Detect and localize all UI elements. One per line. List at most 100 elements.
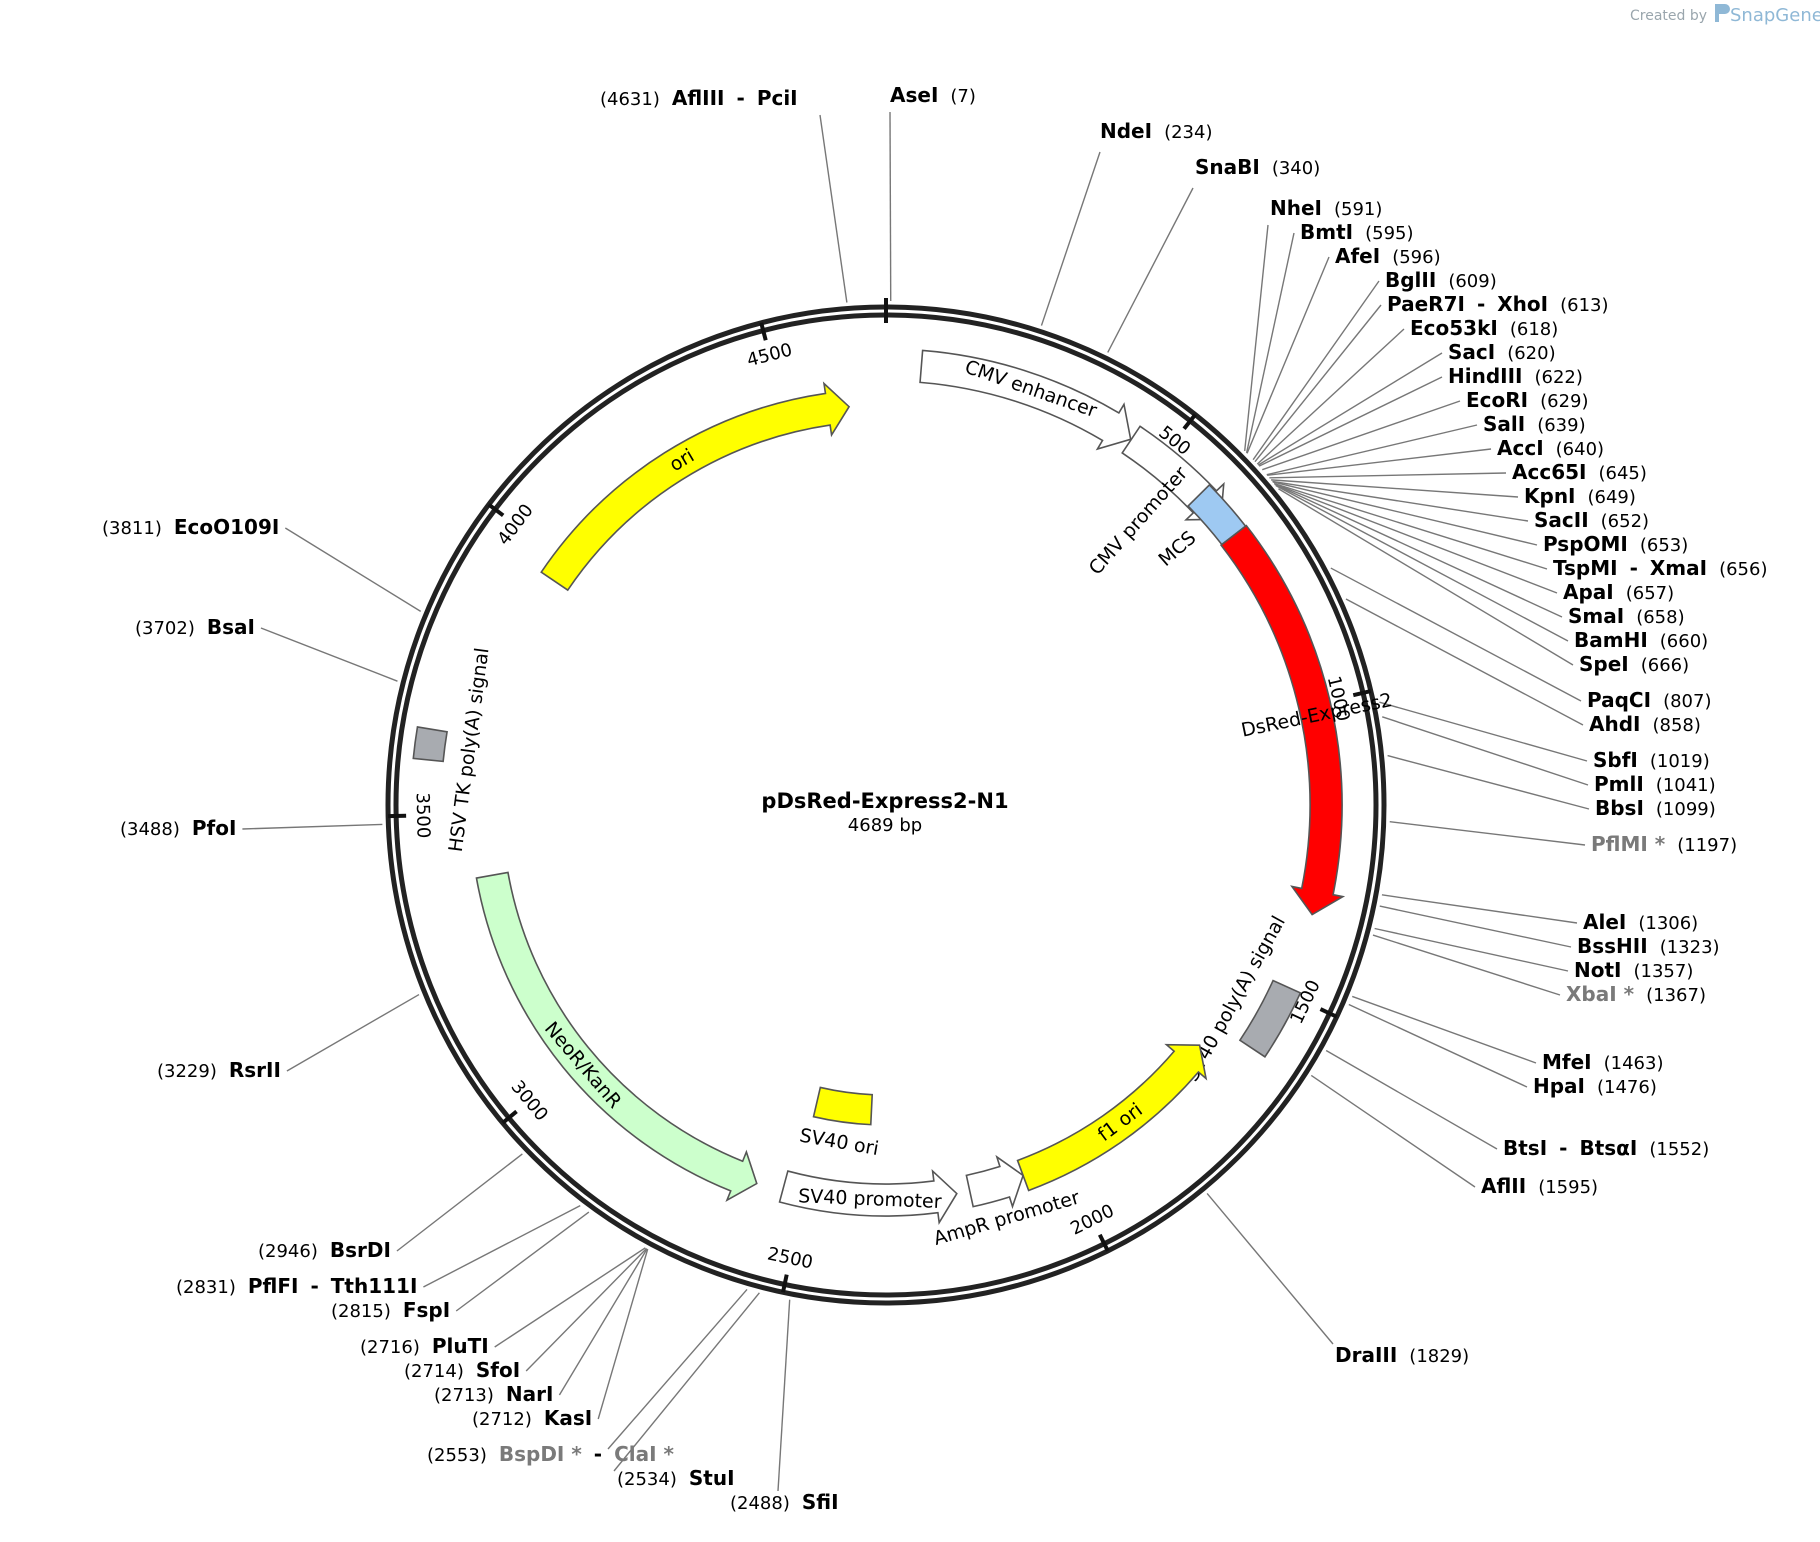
- leader-line-acci: [1267, 448, 1492, 476]
- site-hindiii: HindIII (622): [1448, 364, 1583, 388]
- site-name-bamhi: BamHI: [1574, 628, 1648, 652]
- site-pfoi: (3488)PfoI: [120, 816, 236, 840]
- site-name-tspmi: TspMI: [1553, 556, 1618, 580]
- leader-line-bglii: [1252, 280, 1380, 461]
- site-position-ndei: (234): [1164, 122, 1212, 143]
- site-sfii: (2488)SfiI: [730, 1490, 839, 1514]
- site-bmti: BmtI(595): [1300, 220, 1414, 244]
- site-position-nhei: (591): [1334, 199, 1382, 220]
- site-name-pflfi-2: Tth111I: [331, 1274, 418, 1298]
- credit-brand: SnapGene: [1730, 5, 1820, 26]
- leader-line-smai: [1274, 483, 1563, 618]
- site-tspmi: TspMI-XmaI(656): [1553, 556, 1767, 580]
- site-name-paer7i: PaeR7I: [1387, 292, 1465, 316]
- leader-line-ecori: [1262, 400, 1461, 471]
- leader-line-pfoi: [242, 823, 383, 830]
- site-nari: (2713)NarI: [434, 1382, 553, 1406]
- site-name-saci: SacI: [1448, 340, 1495, 364]
- site-name-sali: SalI: [1483, 412, 1525, 436]
- site-pluti: (2716)PluTI: [360, 1334, 489, 1358]
- site-mfei: MfeI(1463): [1542, 1050, 1663, 1074]
- site-position-btsi: (1552): [1649, 1139, 1709, 1160]
- plasmid-backbone: [385, 298, 1387, 1306]
- feature-shape-sv40-ori: [812, 1086, 874, 1126]
- leader-line-bsrdi: [396, 1153, 523, 1252]
- feature-sv40-ori: SV40 ori: [798, 1086, 880, 1160]
- leader-line-eco53ki: [1256, 328, 1405, 465]
- site-name-nhei: NheI: [1270, 196, 1322, 220]
- site-pmli: PmlI(1041): [1594, 772, 1716, 796]
- site-position-sacii: (652): [1601, 511, 1649, 532]
- leader-line-bmti: [1245, 232, 1295, 454]
- site-name-ndei: NdeI: [1100, 119, 1152, 143]
- site-acc65i: Acc65I (645): [1512, 460, 1647, 484]
- site-name-pflfi: PflFI: [248, 1274, 299, 1298]
- leader-line-bspdi: [607, 1288, 748, 1450]
- leader-line-bsshii: [1379, 905, 1572, 948]
- site-nhei: NheI (591): [1270, 196, 1382, 220]
- leader-line-pflfi: [423, 1205, 581, 1288]
- site-position-spei: (666): [1641, 655, 1689, 676]
- site-paqci: PaqCI(807): [1587, 688, 1711, 712]
- feature-f1-ori: f1 ori: [1016, 1043, 1208, 1192]
- site-dash-paer7i: -: [1477, 292, 1485, 316]
- feature-neor-kanr: NeoR/KanR: [475, 871, 758, 1203]
- site-acci: AccI(640): [1497, 436, 1604, 460]
- site-position-fspi: (2815): [331, 1301, 391, 1322]
- leader-line-sali: [1266, 424, 1478, 476]
- site-name-ecori: EcoRI: [1466, 388, 1528, 412]
- site-xbai: XbaI *(1367): [1566, 982, 1706, 1006]
- site-pflfi: (2831)PflFI-Tth111I: [176, 1274, 417, 1298]
- site-eco53ki: Eco53kI(618): [1410, 316, 1558, 340]
- tick-1500: [1319, 1007, 1338, 1019]
- leader-line-ecoo109i: [284, 527, 422, 612]
- site-name-tspmi-2: XmaI: [1650, 556, 1707, 580]
- site-position-hindiii: (622): [1534, 367, 1582, 388]
- site-aflii: AflII(1595): [1481, 1174, 1598, 1198]
- site-position-apai: (657): [1626, 583, 1674, 604]
- site-ecori: EcoRI(629): [1466, 388, 1589, 412]
- site-name-spei: SpeI: [1579, 652, 1629, 676]
- leader-line-spei: [1278, 488, 1574, 666]
- site-position-stui: (2534): [617, 1469, 677, 1490]
- site-snabi: SnaBI(340): [1195, 155, 1320, 179]
- feature-ori: ori: [540, 381, 851, 592]
- site-position-mfei: (1463): [1604, 1053, 1664, 1074]
- site-bglii: BglII(609): [1385, 268, 1497, 292]
- leader-line-acc65i: [1269, 472, 1507, 479]
- site-position-kasi: (2712): [472, 1409, 532, 1430]
- site-btsi: BtsI-BtsαI(1552): [1503, 1136, 1709, 1160]
- leader-line-bamhi: [1275, 484, 1569, 642]
- site-position-kpni: (649): [1588, 487, 1636, 508]
- site-name-sbfi: SbfI: [1593, 748, 1638, 772]
- leader-line-ndei: [1040, 151, 1101, 326]
- feature-shape-hsv-tk-poly-a-signal: [412, 725, 448, 763]
- site-ndei: NdeI (234): [1100, 119, 1212, 143]
- site-position-smai: (658): [1636, 607, 1684, 628]
- site-name-snabi: SnaBI: [1195, 155, 1260, 179]
- site-name-sfoi: SfoI: [476, 1358, 520, 1382]
- site-name-fspi: FspI: [403, 1298, 450, 1322]
- site-position-acc65i: (645): [1598, 463, 1646, 484]
- site-name-hindiii: HindIII: [1448, 364, 1522, 388]
- site-name-acc65i: Acc65I: [1512, 460, 1586, 484]
- site-name-bspdi-2: ClaI *: [614, 1442, 674, 1466]
- site-name-bbsi: BbsI: [1595, 796, 1644, 820]
- leader-line-tspmi: [1273, 482, 1548, 570]
- leader-line-ahdi: [1345, 598, 1584, 726]
- tick-label-3500: 3500: [412, 792, 434, 838]
- site-position-paqci: (807): [1663, 691, 1711, 712]
- site-sfoi: (2714)SfoI: [404, 1358, 520, 1382]
- leader-line-nhei: [1244, 224, 1269, 452]
- tick-label-4000: 4000: [493, 500, 537, 549]
- site-name-pluti: PluTI: [432, 1334, 489, 1358]
- site-draiii: DraIII(1829): [1335, 1343, 1469, 1367]
- site-apai: ApaI(657): [1563, 580, 1674, 604]
- leader-line-xbai: [1372, 934, 1561, 996]
- site-bamhi: BamHI(660): [1574, 628, 1708, 652]
- leader-line-sfii: [777, 1299, 791, 1492]
- site-name-alei: AleI: [1583, 910, 1626, 934]
- site-afliii: (4631)AflIII-PciI: [600, 86, 798, 110]
- site-ahdi: AhdI(858): [1589, 712, 1701, 736]
